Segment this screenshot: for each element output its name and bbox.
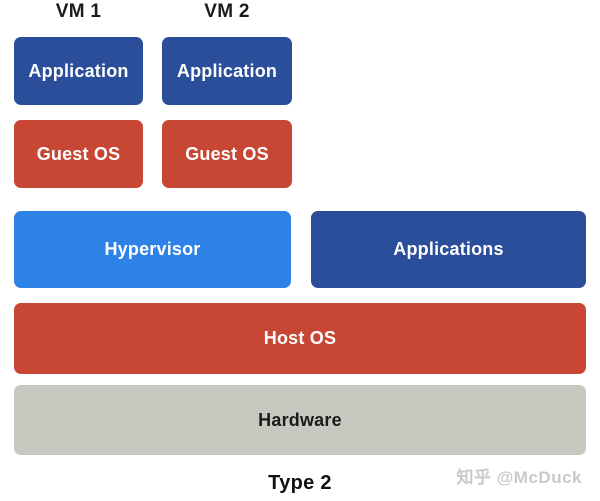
hypervisor-box: Hypervisor (14, 211, 291, 288)
hypervisor-label: Hypervisor (104, 239, 201, 259)
applications-label: Applications (393, 239, 504, 259)
hardware-box: Hardware (14, 385, 586, 455)
vm1-application-box: Application (14, 37, 143, 105)
diagram-caption: Type 2 (268, 472, 332, 494)
vm1-guest-os-box: Guest OS (14, 120, 143, 188)
watermark: 知乎 @McDuck (456, 468, 582, 487)
vm1-label: VM 1 (55, 1, 102, 22)
applications-box: Applications (311, 211, 586, 288)
vm2-guest-os-label: Guest OS (185, 143, 269, 164)
vm2-application-box: Application (162, 37, 292, 105)
vm1-application-label: Application (28, 60, 129, 81)
vm2-application-label: Application (176, 60, 278, 81)
hardware-label: Hardware (258, 409, 342, 430)
vm2-guest-os-box: Guest OS (162, 120, 292, 188)
host-os-label: Host OS (263, 328, 337, 348)
host-os-box: Host OS (14, 303, 586, 374)
vm2-label: VM 2 (204, 1, 250, 22)
vm1-guest-os-label: Guest OS (36, 143, 121, 164)
